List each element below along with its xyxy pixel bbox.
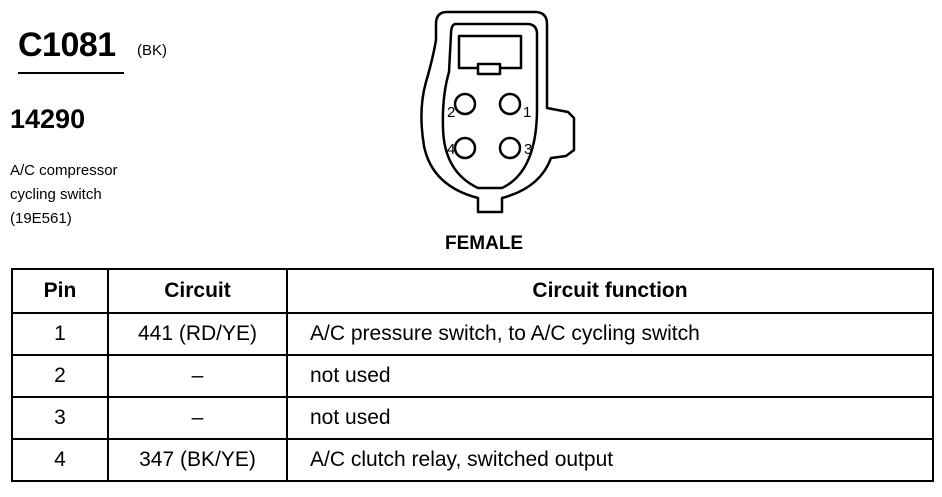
cell-circuit: 441 (RD/YE) xyxy=(107,312,288,356)
cell-pin: 2 xyxy=(11,354,109,398)
pin-cavity-1 xyxy=(498,92,522,116)
cell-circuit: – xyxy=(107,396,288,440)
pin-label-2: 2 xyxy=(447,104,455,121)
cell-circuit: – xyxy=(107,354,288,398)
cell-function: not used xyxy=(286,354,934,398)
pin-cavity-4 xyxy=(453,136,477,160)
connector-color: (BK) xyxy=(137,42,167,59)
cell-pin: 4 xyxy=(11,438,109,482)
table-header-row: Pin Circuit Circuit function xyxy=(11,268,934,314)
part-number: 14290 xyxy=(10,104,86,134)
connector-id-underline xyxy=(18,72,124,74)
cell-pin: 1 xyxy=(11,312,109,356)
pin-label-3: 3 xyxy=(524,141,532,158)
component-description-line-2: cycling switch xyxy=(10,186,102,203)
connector-housing-outline xyxy=(420,10,576,214)
pin-cavity-3 xyxy=(498,136,522,160)
pin-table: Pin Circuit Circuit function 1 441 (RD/Y… xyxy=(11,268,934,482)
pin-cavity-2 xyxy=(453,92,477,116)
connector-id: C1081 xyxy=(18,26,116,64)
connector-face-diagram: 2 1 4 3 xyxy=(420,10,576,214)
column-header-pin: Pin xyxy=(11,268,109,314)
cell-function: A/C clutch relay, switched output xyxy=(286,438,934,482)
table-row: 4 347 (BK/YE) A/C clutch relay, switched… xyxy=(11,438,934,482)
pin-label-4: 4 xyxy=(447,141,455,158)
cell-function: not used xyxy=(286,396,934,440)
column-header-circuit: Circuit xyxy=(107,268,288,314)
cell-pin: 3 xyxy=(11,396,109,440)
connector-view-label: FEMALE xyxy=(445,233,524,254)
component-description-line-3: (19E561) xyxy=(10,210,72,227)
cell-function: A/C pressure switch, to A/C cycling swit… xyxy=(286,312,934,356)
connector-inner-outline xyxy=(441,22,539,190)
component-description-line-1: A/C compressor xyxy=(10,162,118,179)
table-row: 2 – not used xyxy=(11,354,934,398)
table-row: 1 441 (RD/YE) A/C pressure switch, to A/… xyxy=(11,312,934,356)
table-row: 3 – not used xyxy=(11,396,934,440)
cell-circuit: 347 (BK/YE) xyxy=(107,438,288,482)
pin-label-1: 1 xyxy=(523,104,531,121)
column-header-function: Circuit function xyxy=(286,268,934,314)
locking-tab-notch xyxy=(476,62,502,76)
